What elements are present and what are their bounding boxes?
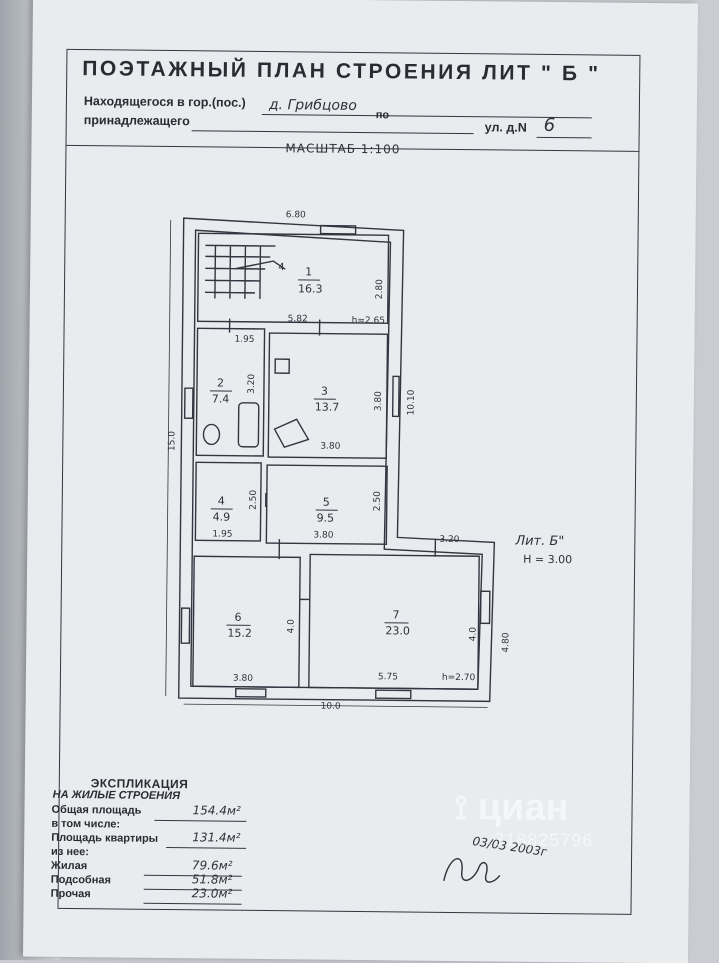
window-room-7 — [479, 590, 491, 625]
stairs-arrow — [235, 260, 286, 270]
room-7-outline — [308, 553, 480, 690]
window-right — [391, 375, 400, 418]
window-left-lower — [180, 607, 191, 644]
bathtub — [237, 402, 260, 448]
room-1-outline — [196, 232, 390, 324]
stove — [274, 358, 290, 374]
watermark-logo-icon: ⟟ — [454, 789, 468, 828]
floor-plan-drawing — [165, 217, 496, 708]
outer-wall-outer — [177, 217, 496, 703]
room-2-outline — [195, 327, 266, 457]
toilet — [202, 423, 221, 446]
door-marks — [228, 318, 437, 601]
room-6-outline — [192, 555, 301, 689]
watermark-brand: циан — [477, 786, 569, 830]
left-dimension-line — [165, 219, 172, 696]
outer-wall-inner — [190, 229, 483, 690]
window-left — [183, 387, 194, 419]
room-5-outline — [265, 464, 388, 545]
window-top — [319, 224, 357, 235]
room-3-outline — [267, 332, 389, 459]
cian-watermark: ⟟ циан 318825796 — [454, 786, 665, 888]
room-4-outline — [194, 461, 262, 542]
signature-scribble — [443, 858, 501, 883]
window-bottom-6 — [235, 687, 267, 698]
window-bottom-7 — [375, 689, 412, 700]
bottom-dimension-line — [183, 703, 488, 708]
sink — [273, 418, 310, 449]
watermark-id: 318825796 — [494, 829, 594, 851]
floor-plan-sheet: ПОЭТАЖНЫЙ ПЛАН СТРОЕНИЯ ЛИТ " Б " Находя… — [22, 0, 699, 963]
